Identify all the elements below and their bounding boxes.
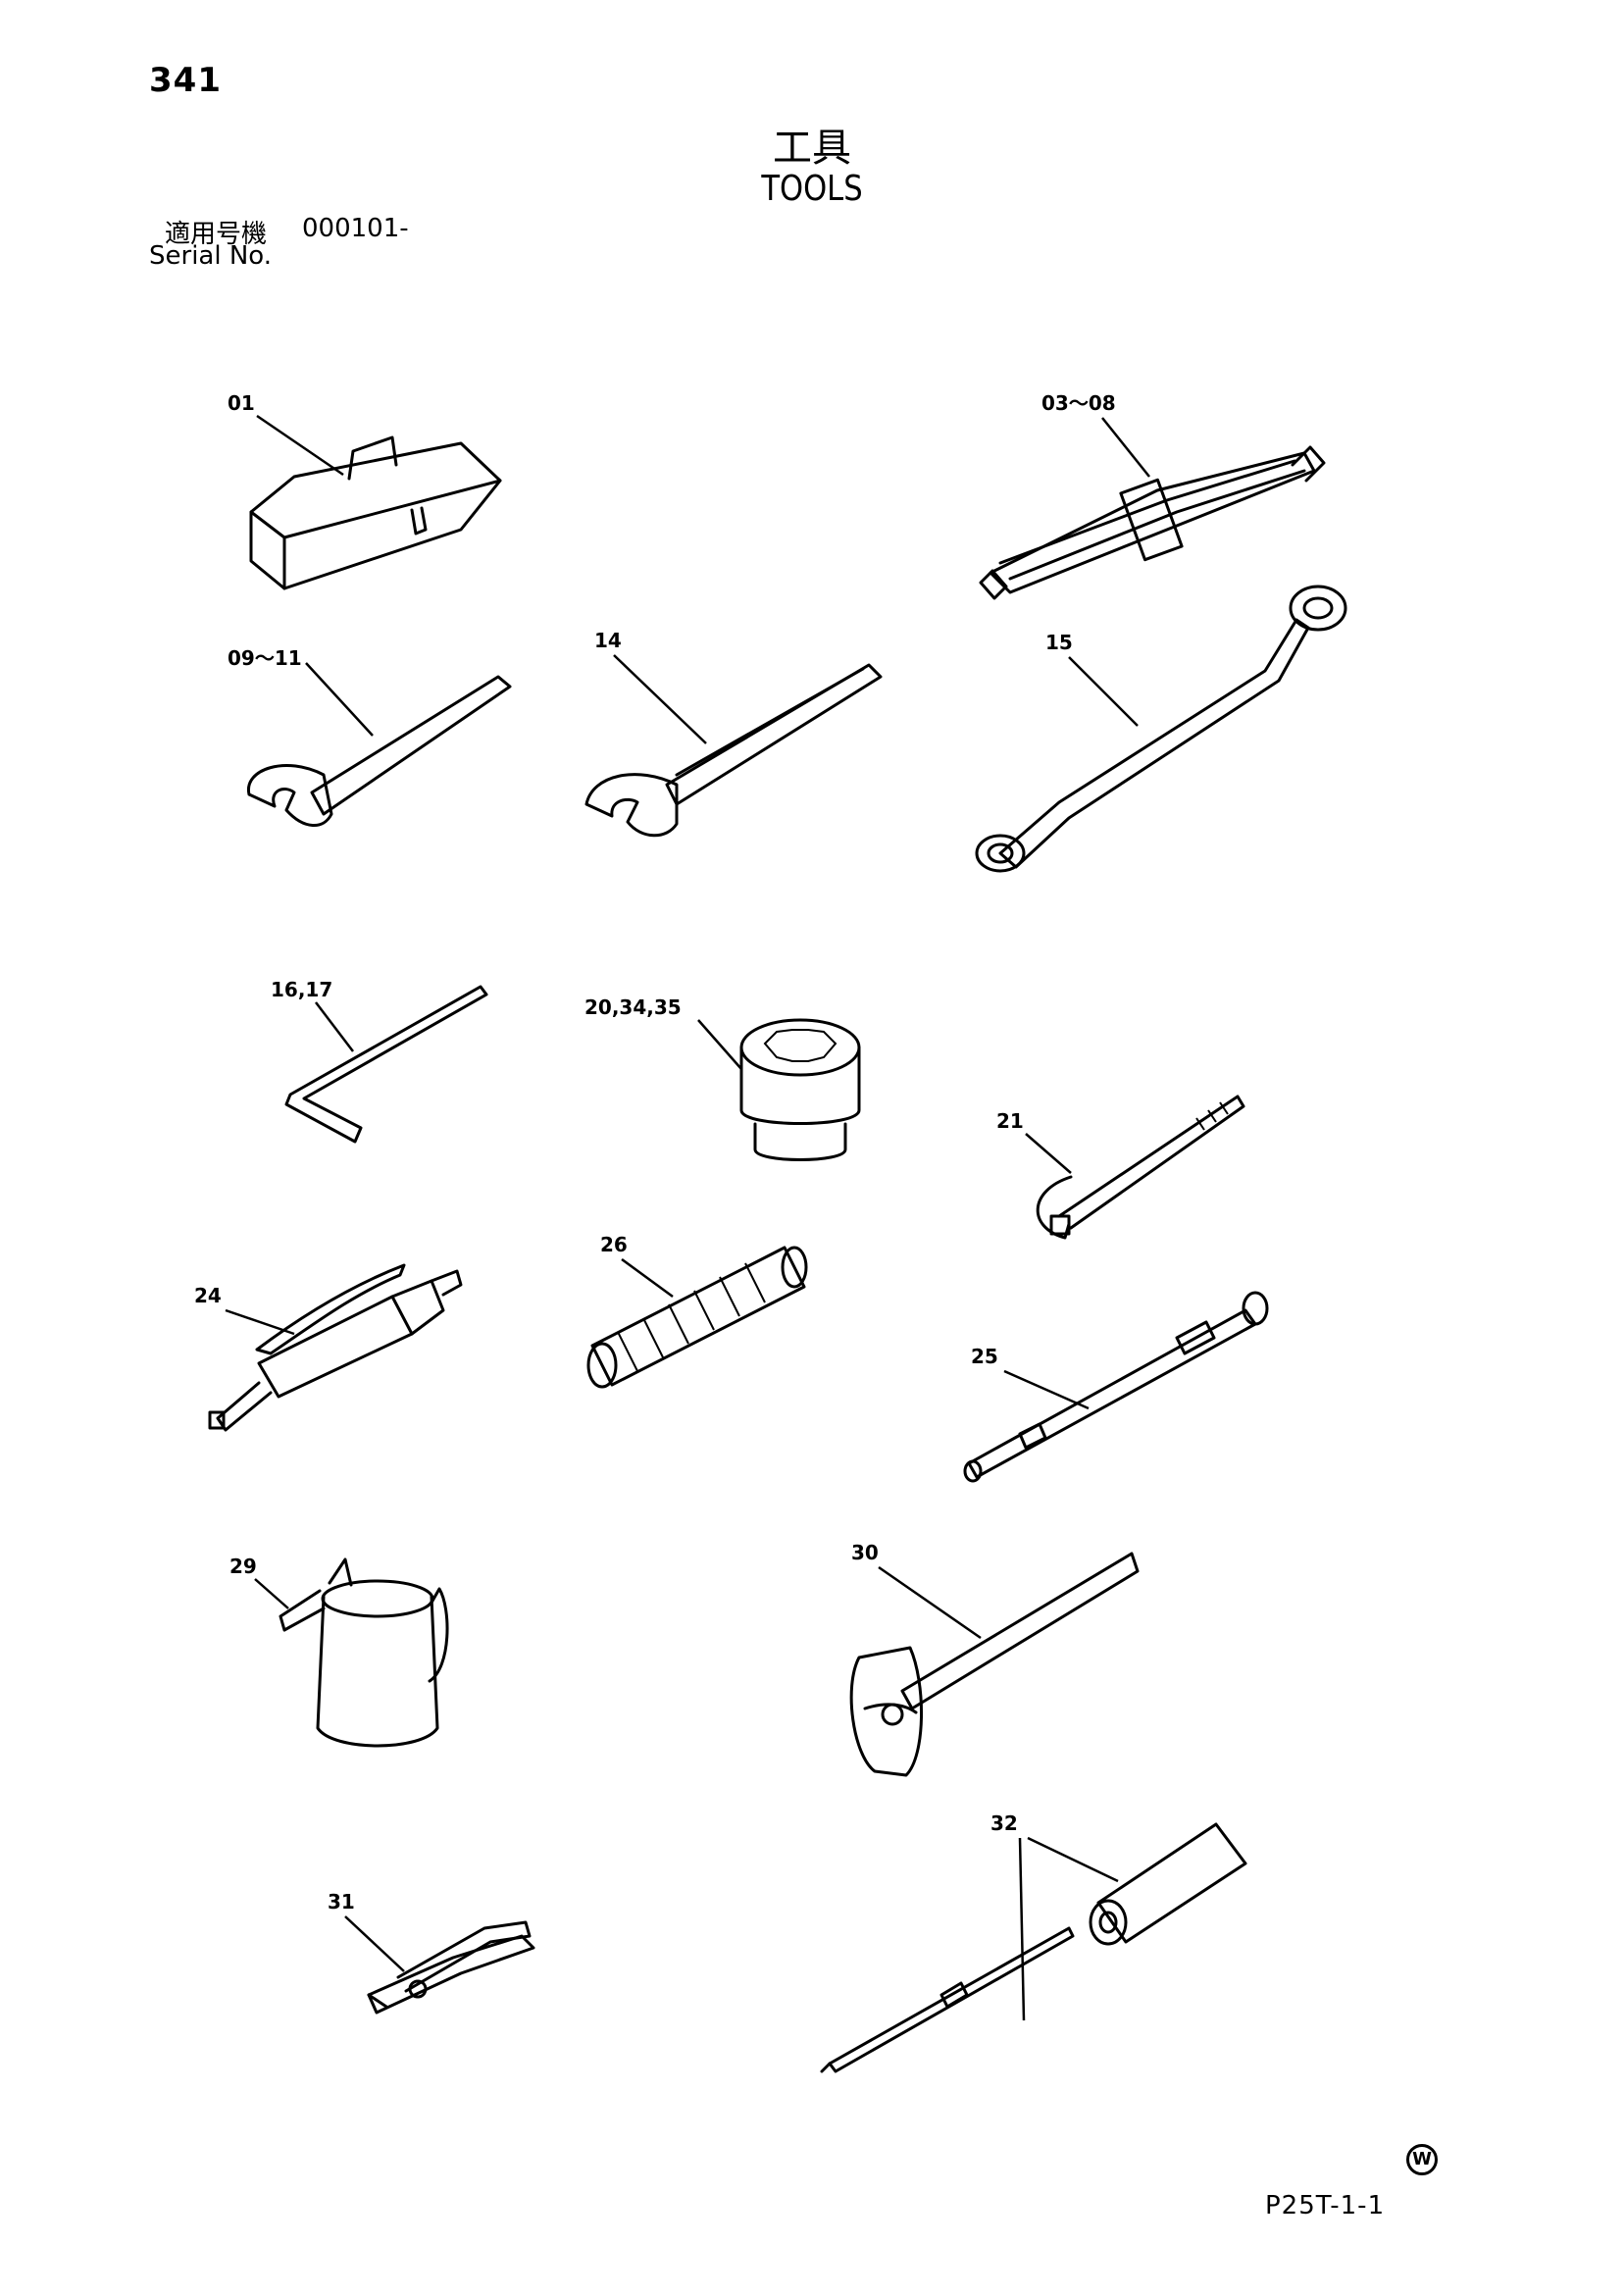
part-26: 26 (586, 1233, 808, 1389)
hex-key-icon (284, 985, 488, 1144)
serial-label-en: Serial No. (149, 241, 272, 271)
part-label: 25 (971, 1345, 998, 1368)
part-31: 31 (328, 1890, 535, 2015)
wrench-set-icon (979, 445, 1326, 600)
part-32: 32 (820, 1811, 1247, 2073)
double-open-wrench-icon (584, 663, 883, 838)
part-09-11: 09～11 (228, 646, 512, 827)
page-title-en: TOOLS (761, 169, 863, 209)
grease-gun-icon (208, 1263, 463, 1432)
part-label: 15 (1045, 631, 1073, 654)
socket-icon (739, 1018, 861, 1161)
toolbox-icon (249, 435, 502, 590)
part-label: 14 (594, 629, 622, 652)
hammer-icon (849, 1552, 1140, 1777)
part-16-17: 16,17 (271, 978, 488, 1144)
grease-hose-icon (586, 1246, 808, 1389)
part-label: 03～08 (1041, 391, 1116, 415)
part-label: 24 (194, 1284, 222, 1307)
l-bar-icon (1036, 1095, 1245, 1240)
serial-range: 000101- (302, 214, 409, 243)
part-29: 29 (229, 1555, 449, 1748)
part-20-34-35: 20,34,35 (584, 995, 861, 1161)
part-label: 21 (996, 1109, 1024, 1133)
w-mark: W (1406, 2144, 1438, 2175)
part-14: 14 (584, 629, 883, 838)
page-title-jp: 工具 (773, 126, 851, 171)
extension-bar-icon (963, 1291, 1269, 1483)
part-30: 30 (849, 1541, 1140, 1777)
part-label: 30 (851, 1541, 879, 1564)
page-number: 341 (149, 61, 222, 100)
pliers-icon (367, 1920, 535, 2015)
part-label: 09～11 (228, 646, 302, 670)
drawing-code: P25T-1-1 (1265, 2191, 1386, 2220)
offset-box-wrench-icon (975, 585, 1347, 873)
part-01: 01 (228, 391, 502, 590)
open-end-wrench-icon (247, 675, 512, 827)
part-label: 20,34,35 (584, 995, 682, 1019)
part-label: 01 (228, 391, 255, 415)
part-label: 32 (990, 1811, 1018, 1835)
part-label: 29 (229, 1555, 257, 1578)
part-25: 25 (963, 1291, 1269, 1483)
serial-label-jp: 適用号機 (165, 220, 268, 249)
oil-can-icon (279, 1557, 449, 1748)
part-24: 24 (194, 1263, 463, 1432)
part-03-08: 03～08 (979, 391, 1326, 600)
part-label: 26 (600, 1233, 628, 1256)
screwdriver-icon (820, 1822, 1247, 2073)
part-15: 15 (975, 585, 1347, 873)
part-21: 21 (996, 1095, 1245, 1240)
part-label: 16,17 (271, 978, 332, 1001)
part-label: 31 (328, 1890, 355, 1913)
